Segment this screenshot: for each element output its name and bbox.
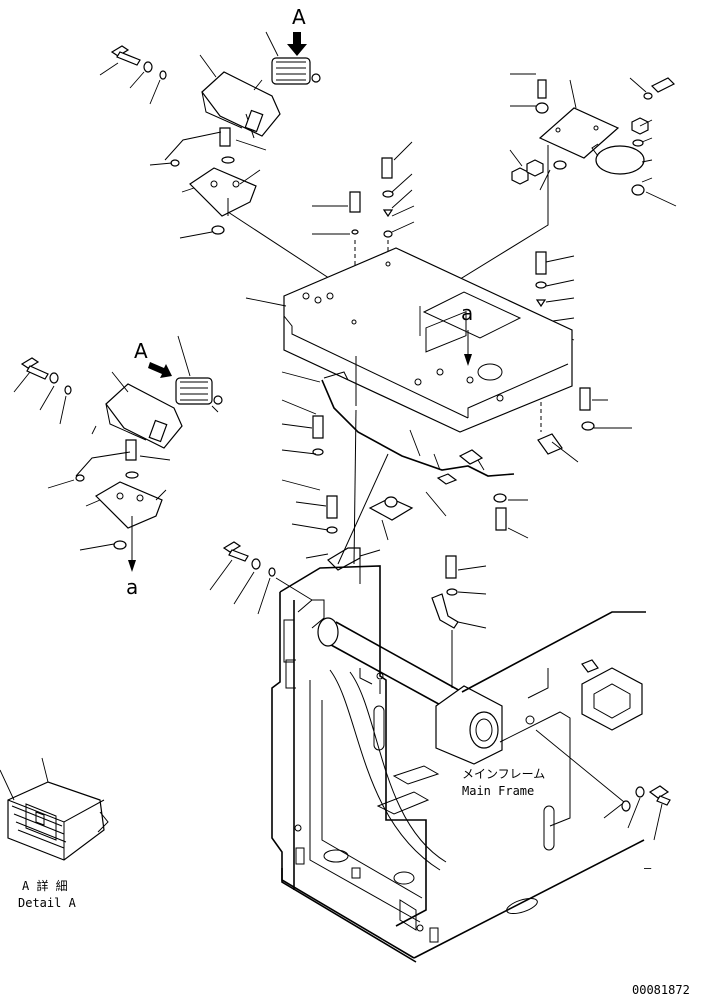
main-frame-label-en: Main Frame [462,784,534,798]
wiring-harness [281,356,632,571]
horn-bracket [95,481,163,529]
left-horn-assembly: A a [13,335,223,599]
washer-icon [621,800,631,812]
horn-icon [175,377,223,405]
horn-cover [105,383,183,449]
lock-washer-icon [159,70,167,80]
bolt-icon [125,439,137,461]
ref-a-left-label: a [126,575,138,599]
bolt-icon [579,387,591,411]
nut-icon [511,167,529,185]
clamp-bracket [368,497,414,521]
bolt-icon [312,415,324,439]
nut-icon [526,159,544,177]
washer-icon [643,92,653,100]
lock-washer-icon [535,299,547,308]
bolt-icon [648,785,671,806]
buzzer-icon [591,143,645,196]
bolt-icon [381,157,393,179]
washer-icon [170,159,180,167]
view-arrow-icon [287,32,307,56]
bolt-icon [20,357,49,380]
nut-icon [113,540,127,550]
washer-icon [382,190,394,198]
washer-icon [251,558,261,570]
lock-washer-icon [64,385,72,395]
washer-icon [493,493,507,503]
clamp-bracket [431,593,459,629]
washer-icon [632,139,644,147]
washer-icon [143,61,153,73]
washer-icon [221,156,235,164]
horn-cover [201,71,281,139]
bolt-icon [535,251,547,275]
clamp-icon [436,473,458,485]
washer-icon [635,786,645,798]
detail-a-label-en: Detail A [18,896,77,910]
horn-icon [271,57,321,85]
bolt-icon [349,191,361,213]
view-arrow-icon [148,362,172,378]
top-right-controller-assembly [397,73,677,340]
view-a-label: A [292,5,306,29]
clamp-icon [458,449,484,465]
top-left-horn-assembly: A [99,5,339,285]
washer-icon [75,474,85,482]
clamp-icon [537,433,563,455]
washer-icon [351,229,359,235]
bolt-icon [445,555,457,579]
horn-bracket [189,167,257,217]
main-frame-label-jp: メインフレーム [462,767,545,781]
bolt-icon [110,45,141,66]
detail-a-horn: A 詳 細 Detail A [0,757,109,910]
bolt-icon [222,541,249,562]
drawing-number: 00081872 [632,983,690,997]
bolt-icon [326,495,338,519]
dash-mark: – [644,861,652,875]
bolt-icon [537,79,547,99]
grommet-icon [553,160,567,170]
ref-a-center-label: a [461,301,473,325]
washer-icon [446,588,458,596]
lock-washer-icon [268,567,276,577]
lock-washer-icon [382,209,394,218]
controller-plate [538,107,620,159]
detail-a-label-jp: A 詳 細 [22,878,68,893]
washer-icon [125,471,139,479]
washer-icon [326,526,338,534]
bolt-icon [219,127,231,147]
nut-icon [383,230,393,238]
washer-icon [581,421,595,431]
washer-icon [535,281,547,289]
view-a-left-label: A [134,339,148,363]
washer-icon [535,102,549,114]
washer-icon [49,372,59,384]
main-frame: – メインフレーム Main Frame [209,541,671,963]
nut-icon [211,225,225,235]
bolt-icon [495,507,507,531]
bolt-icon [650,77,676,93]
mounting-plate: a [245,247,573,433]
